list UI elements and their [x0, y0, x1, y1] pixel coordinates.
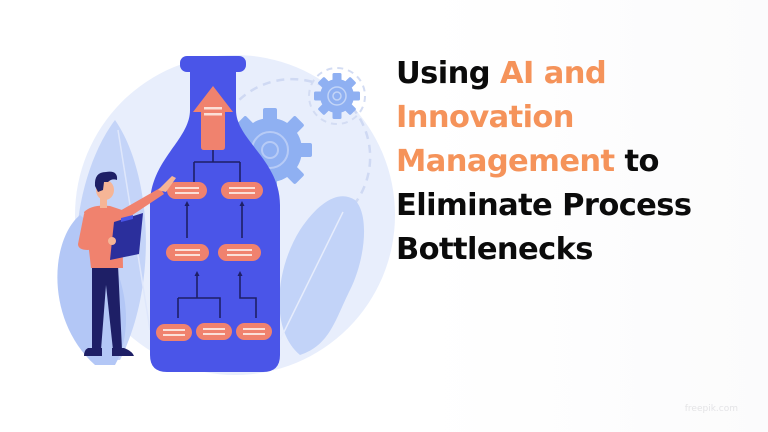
leaf-right: [279, 196, 365, 355]
title-highlight: Management: [396, 144, 615, 179]
gear-icon-small: [314, 73, 360, 119]
watermark: freepik.com: [684, 404, 738, 414]
leaf-vein-right: [279, 211, 344, 341]
process-node: [236, 323, 272, 340]
page-title: Using AI and Innovation Management to El…: [396, 52, 756, 272]
bottle: [150, 56, 280, 372]
process-node: [156, 324, 192, 341]
title-line-5: Bottlenecks: [396, 232, 593, 267]
flow-connectors: [177, 150, 257, 318]
process-node: [167, 182, 207, 199]
title-line-2: Innovation: [396, 96, 756, 140]
title-line-3: Management to: [396, 144, 659, 179]
title-highlight: Innovation: [396, 100, 575, 135]
up-arrow-icon: [193, 86, 233, 150]
process-node: [218, 244, 261, 261]
flow-arrowheads: [184, 201, 245, 276]
process-node: [196, 323, 232, 340]
process-node: [166, 244, 209, 261]
process-bottleneck-illustration: [57, 55, 395, 375]
person-with-clipboard: [78, 171, 176, 356]
process-node: [221, 182, 263, 199]
title-highlight: AI and: [499, 56, 607, 91]
title-line-1: Using AI and: [396, 56, 607, 91]
title-line-4: Eliminate Process: [396, 188, 692, 223]
dashed-ring-small: [308, 67, 366, 125]
